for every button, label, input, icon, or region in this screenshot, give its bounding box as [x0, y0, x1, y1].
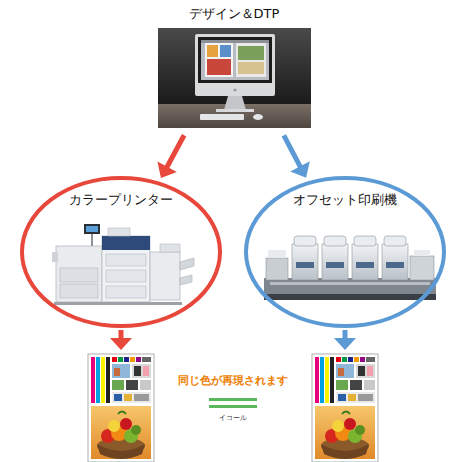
equal-sign: [209, 398, 257, 408]
arrow-head: [290, 161, 309, 178]
down-arrow: [334, 330, 356, 350]
offset-press: [264, 236, 436, 300]
arrow-shaft: [166, 135, 184, 168]
flow-arrow: [284, 135, 310, 177]
computer-node: デザイン＆DTP: [150, 2, 318, 130]
printer-circle: カラープリンター: [20, 176, 222, 328]
node-label: オフセット印刷機: [244, 192, 446, 208]
result-note: 同じ色が再現されます: [168, 373, 298, 388]
down-arrow: [110, 330, 132, 350]
flow-arrow: [157, 135, 184, 178]
printed-sheet: [312, 354, 378, 462]
arrow-head: [157, 161, 176, 178]
node-label: カラープリンター: [20, 192, 222, 208]
equal-label: イコール: [193, 413, 273, 423]
arrow-shaft: [284, 135, 301, 168]
node-label: デザイン＆DTP: [150, 6, 318, 22]
circle-outline-shape: [246, 178, 444, 326]
printed-sheet: [88, 354, 154, 462]
press-circle: オフセット印刷機: [244, 176, 446, 328]
circle-outline-shape: [22, 178, 220, 326]
computer-photo: [158, 28, 311, 128]
color-printer: [52, 224, 194, 305]
